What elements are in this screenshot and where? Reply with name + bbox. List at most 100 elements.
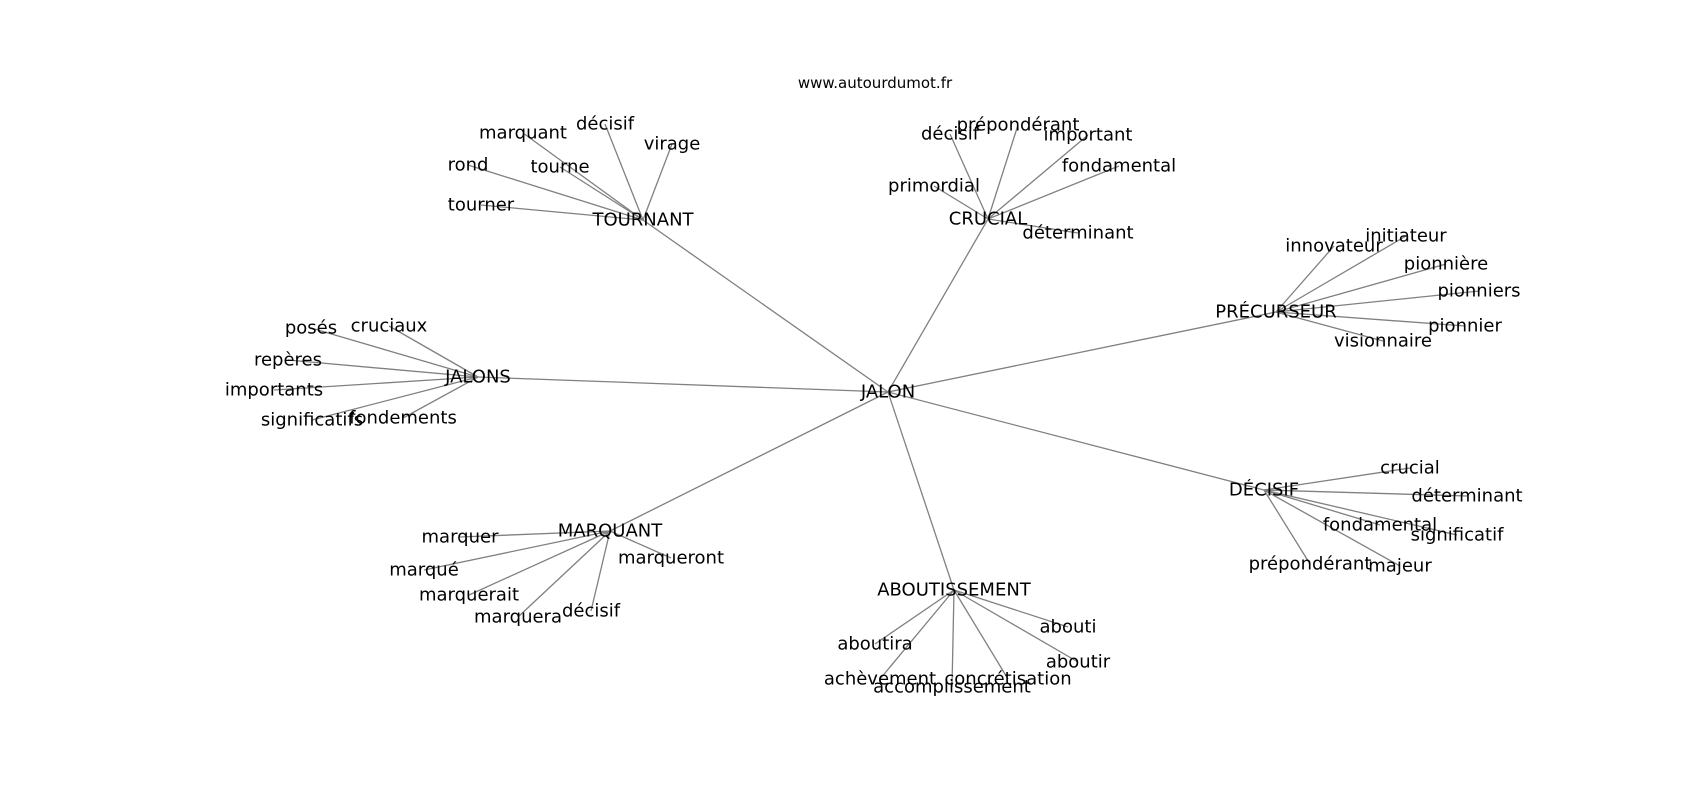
edge-hub-leaf	[1275, 245, 1335, 313]
edge-hub-leaf	[642, 143, 673, 221]
edge-hub-leaf	[1275, 290, 1480, 313]
edges	[273, 123, 1480, 688]
edge-hub-leaf	[987, 124, 1019, 220]
edge-center-hub	[887, 391, 955, 591]
edge-center-hub	[887, 391, 1265, 491]
edge-hub-leaf	[590, 530, 611, 612]
edge-hub-leaf	[388, 325, 479, 378]
leaf-node: marqueront	[618, 548, 724, 569]
edge-hub-leaf	[953, 589, 1079, 663]
hub-node: DÉCISIF	[1229, 479, 1299, 501]
leaf-node: fondements	[349, 408, 457, 429]
leaf-node: pionnière	[1404, 254, 1488, 275]
leaf-node: significatifs	[261, 410, 363, 431]
leaf-node: importants	[225, 380, 323, 401]
leaf-node: abouti	[1040, 617, 1097, 638]
edge-hub-leaf	[1263, 489, 1381, 526]
leaf-node: décisif	[921, 124, 980, 145]
leaf-node: tourne	[530, 157, 589, 178]
leaf-node: primordial	[888, 176, 980, 197]
leaf-node: pionniers	[1437, 281, 1520, 302]
edge-hub-leaf	[951, 589, 955, 688]
edge-hub-leaf	[517, 530, 611, 618]
leaf-node: fondamental	[1062, 156, 1176, 177]
edge-center-hub	[609, 391, 889, 532]
leaf-node: aboutir	[1046, 652, 1111, 673]
edge-center-hub	[642, 219, 889, 393]
leaf-node: marquerait	[419, 585, 519, 606]
edge-hub-leaf	[402, 376, 479, 419]
edge-hub-leaf	[287, 359, 479, 378]
edge-center-hub	[887, 218, 989, 393]
edge-hub-leaf	[933, 185, 989, 220]
leaf-node: prépondérant	[1249, 554, 1372, 575]
edge-hub-leaf	[879, 589, 955, 680]
edge-center-hub	[477, 376, 889, 393]
edge-hub-leaf	[1275, 235, 1407, 313]
edge-hub-leaf	[1263, 489, 1468, 497]
edge-hub-leaf	[949, 133, 989, 220]
edge-hub-leaf	[604, 123, 644, 221]
edge-hub-leaf	[1263, 489, 1458, 536]
edge-hub-leaf	[1263, 489, 1311, 565]
leaf-node: cruciaux	[351, 316, 428, 337]
leaf-node: crucial	[1380, 458, 1440, 479]
edge-hub-leaf	[468, 530, 611, 596]
leaf-node: concrétisation	[944, 669, 1071, 690]
edge-hub-leaf	[311, 376, 479, 421]
leaf-node: décisif	[576, 114, 635, 135]
edge-hub-leaf	[874, 589, 955, 645]
edge-hub-leaf	[559, 166, 644, 221]
edge-hub-leaf	[609, 530, 672, 559]
hub-node: JALONS	[444, 367, 511, 388]
leaf-node: tourner	[448, 195, 515, 216]
edge-hub-leaf	[953, 589, 1009, 680]
edge-hub-leaf	[987, 218, 1079, 234]
leaf-node: déterminant	[1022, 223, 1133, 244]
leaf-node: marqué	[389, 560, 459, 581]
leaf-node: achèvement	[824, 669, 936, 690]
edge-hub-leaf	[1263, 489, 1401, 567]
edge-hub-leaf	[467, 164, 644, 221]
leaf-node: marquant	[479, 123, 567, 144]
leaf-node: innovateur	[1285, 236, 1383, 257]
hub-node: CRUCIAL	[949, 209, 1027, 230]
leaf-node: virage	[644, 134, 701, 155]
leaf-node: décisif	[562, 601, 621, 622]
center-node: JALON	[860, 382, 915, 403]
leaf-node: rond	[448, 155, 489, 176]
edge-hub-leaf	[1275, 311, 1384, 342]
edge-hub-leaf	[459, 530, 611, 538]
leaf-node: marquera	[474, 607, 562, 628]
leaf-node: déterminant	[1411, 486, 1522, 507]
leaf-node: aboutira	[837, 634, 912, 655]
hub-node: PRÉCURSEUR	[1215, 301, 1336, 323]
leaf-node: repères	[254, 350, 322, 371]
edge-hub-leaf	[423, 530, 611, 571]
leaf-node: marquer	[422, 527, 500, 548]
hub-node: TOURNANT	[591, 210, 694, 231]
leaf-node: accomplissement	[873, 677, 1031, 698]
leaf-node: pionnier	[1428, 316, 1502, 337]
leaf-node: important	[1044, 125, 1133, 146]
edge-hub-leaf	[987, 165, 1120, 220]
edge-hub-leaf	[987, 134, 1089, 220]
edge-hub-leaf	[1263, 467, 1411, 491]
leaf-node: fondamental	[1323, 515, 1437, 536]
leaf-node: visionnaire	[1334, 331, 1432, 352]
edge-hub-leaf	[953, 589, 1069, 628]
edge-hub-leaf	[1275, 263, 1447, 313]
site-watermark: www.autourdumot.fr	[798, 74, 953, 92]
edge-hub-leaf	[310, 327, 479, 378]
edge-hub-leaf	[1275, 311, 1466, 327]
leaf-node: prépondérant	[957, 115, 1080, 136]
leaf-node: majeur	[1368, 556, 1432, 577]
edge-hub-leaf	[522, 132, 644, 221]
leaf-node: significatif	[1411, 525, 1505, 546]
labels: JALON TOURNANT marquant décisif virage rond to…	[225, 114, 1523, 698]
leaf-node: posés	[285, 318, 337, 339]
edge-hub-leaf	[273, 376, 479, 391]
edge-center-hub	[887, 311, 1277, 393]
edge-hub-leaf	[480, 204, 644, 221]
